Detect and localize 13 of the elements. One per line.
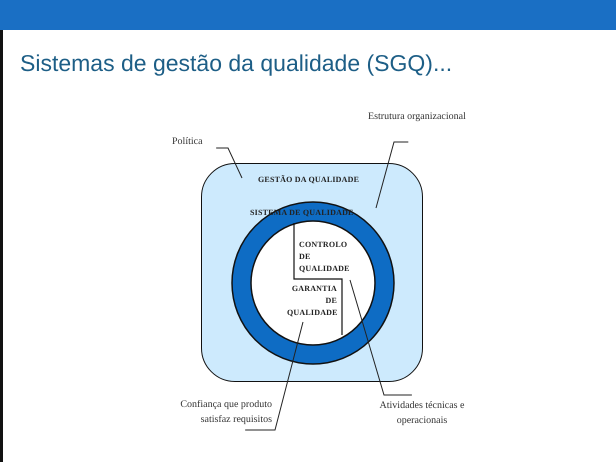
callout-label: Confiança que produto satisfaz requisitos bbox=[179, 398, 272, 427]
leader-line bbox=[216, 148, 242, 178]
callout-label: Estrutura organizacional bbox=[368, 110, 467, 124]
region-label: GARANTIA DE QUALIDADE bbox=[287, 283, 337, 319]
callout-label: Política bbox=[172, 135, 204, 149]
leader-line bbox=[376, 142, 409, 208]
callout-label: Atividades técnicas e operacionais bbox=[378, 399, 466, 428]
leader-line bbox=[350, 280, 412, 396]
leader-line bbox=[244, 322, 304, 430]
panel-heading: GESTÃO DA QUALIDADE bbox=[258, 175, 360, 184]
slide-title: Sistemas de gestão da qualidade (SGQ)... bbox=[20, 50, 452, 77]
rounded-panel bbox=[201, 163, 423, 382]
region-label: CONTROLO DE QUALIDADE bbox=[299, 239, 347, 275]
